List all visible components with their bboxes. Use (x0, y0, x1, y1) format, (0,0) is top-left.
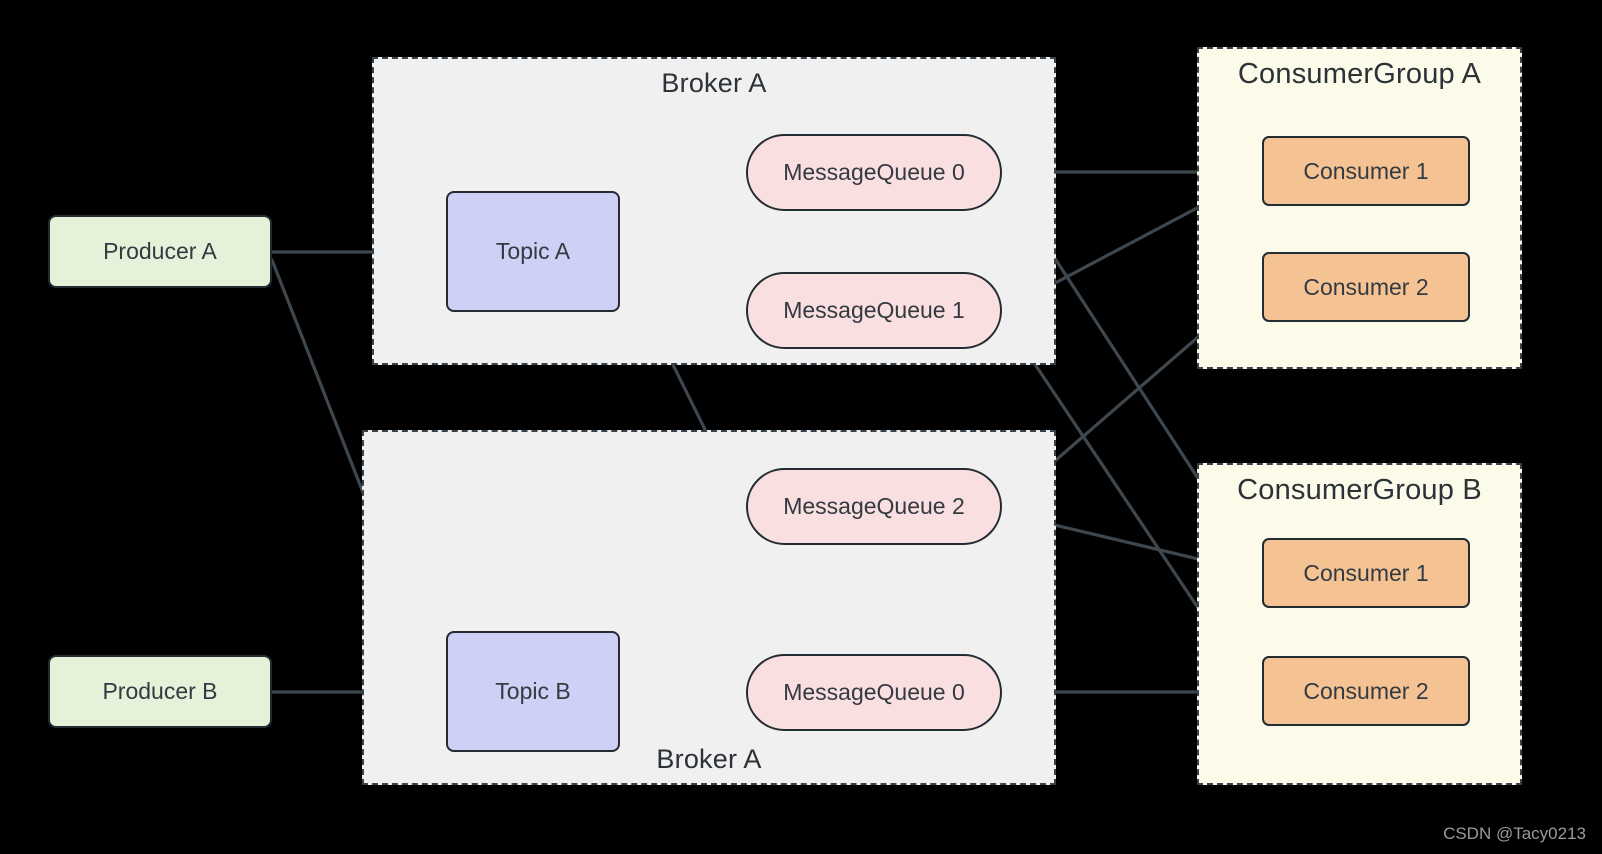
producer-b-node[interactable]: Producer B (48, 655, 272, 728)
broker-title-bottom: Broker A (656, 744, 762, 774)
topic-a-label: Topic A (495, 238, 571, 264)
consumergroup-a-consumer-1-label: Consumer 1 (1303, 157, 1429, 184)
messagequeue-0-node-top[interactable]: MessageQueue 0 (746, 134, 1002, 211)
topic-b-node[interactable]: Topic B (446, 631, 620, 752)
producer-a-node[interactable]: Producer A (48, 215, 272, 288)
messagequeue-0-label-top: MessageQueue 0 (783, 159, 965, 185)
consumergroup-b-consumer-1-node[interactable]: Consumer 1 (1262, 538, 1470, 608)
producer-b-label: Producer B (102, 678, 218, 704)
messagequeue-0-label-bottom: MessageQueue 0 (783, 679, 965, 705)
consumergroup-b-container: ConsumerGroup B (1197, 463, 1522, 785)
consumergroup-a-title: ConsumerGroup A (1237, 58, 1482, 90)
consumergroup-b-consumer-2-label: Consumer 2 (1303, 677, 1429, 704)
consumergroup-b-consumer-2-node[interactable]: Consumer 2 (1262, 656, 1470, 726)
consumergroup-b-consumer-1-label: Consumer 1 (1303, 559, 1429, 586)
messagequeue-1-label: MessageQueue 1 (783, 297, 965, 323)
consumergroup-a-consumer-1-node[interactable]: Consumer 1 (1262, 136, 1470, 206)
consumergroup-a-consumer-2-node[interactable]: Consumer 2 (1262, 252, 1470, 322)
broker-title-top: Broker A (661, 68, 767, 98)
watermark-text: CSDN @Tacy0213 (1443, 824, 1586, 843)
messagequeue-1-node[interactable]: MessageQueue 1 (746, 272, 1002, 349)
consumergroup-a-consumer-2-label: Consumer 2 (1303, 273, 1429, 300)
producer-a-label: Producer A (103, 238, 217, 264)
messagequeue-2-node[interactable]: MessageQueue 2 (746, 468, 1002, 545)
messagequeue-2-label: MessageQueue 2 (783, 493, 965, 519)
consumergroup-b-title: ConsumerGroup B (1237, 474, 1482, 506)
topic-a-node[interactable]: Topic A (446, 191, 620, 312)
messagequeue-0-node-bottom[interactable]: MessageQueue 0 (746, 654, 1002, 731)
topic-b-label: Topic B (495, 678, 571, 704)
